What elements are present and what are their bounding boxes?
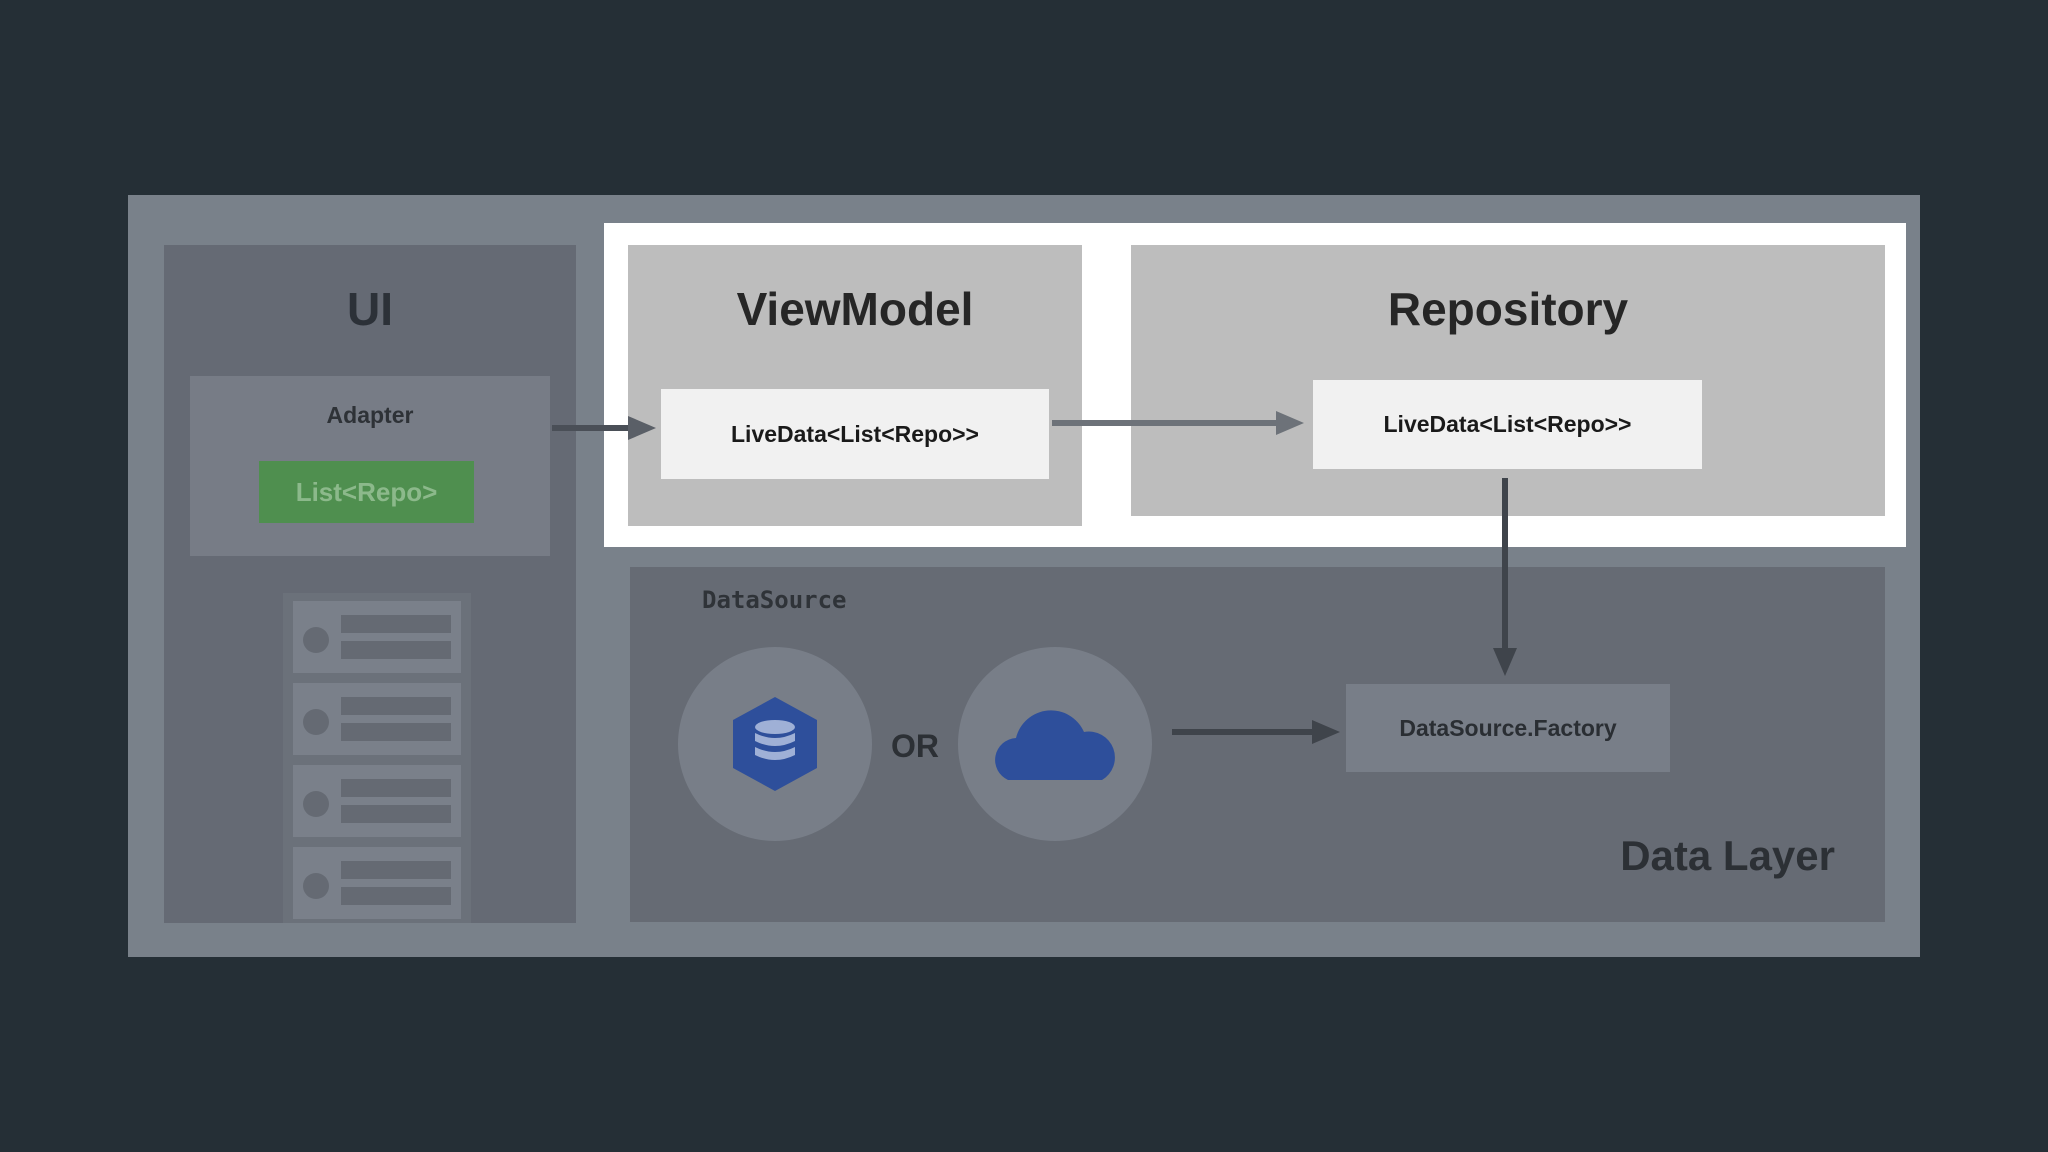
text-line-placeholder <box>341 615 451 633</box>
text-line-placeholder <box>341 723 451 741</box>
viewmodel-title: ViewModel <box>736 283 974 335</box>
list-item <box>293 765 461 837</box>
arrow-head <box>1493 648 1517 676</box>
avatar-placeholder <box>303 709 329 735</box>
database-source-circle <box>678 647 872 841</box>
text-line-placeholder <box>341 805 451 823</box>
database-icon <box>733 697 817 791</box>
avatar-placeholder <box>303 791 329 817</box>
avatar-placeholder <box>303 627 329 653</box>
network-source-circle <box>958 647 1152 841</box>
adapter-label: Adapter <box>326 402 414 428</box>
cloud-icon <box>995 710 1115 780</box>
or-label: OR <box>891 728 939 764</box>
text-line-placeholder <box>341 861 451 879</box>
arrow-head <box>628 416 656 440</box>
list-repo-badge: List<Repo> <box>259 461 474 523</box>
list-item <box>293 683 461 755</box>
text-line-placeholder <box>341 779 451 797</box>
text-line-placeholder <box>341 641 451 659</box>
text-line-placeholder <box>341 697 451 715</box>
arrow-head <box>1276 411 1304 435</box>
viewmodel-livedata-box: LiveData<List<Repo>> <box>661 389 1049 479</box>
repository-livedata-box: LiveData<List<Repo>> <box>1313 380 1702 469</box>
avatar-placeholder <box>303 873 329 899</box>
viewmodel-panel <box>628 245 1082 526</box>
data-layer-title: Data Layer <box>1620 832 1835 879</box>
datasource-factory-box: DataSource.Factory <box>1346 684 1670 772</box>
datasource-label: DataSource <box>702 586 847 614</box>
repository-title: Repository <box>1387 283 1629 335</box>
text-line-placeholder <box>341 887 451 905</box>
ui-title: UI <box>347 283 393 335</box>
list-item <box>293 601 461 673</box>
arrow-head <box>1312 720 1340 744</box>
recycler-list-illustration <box>283 593 471 923</box>
list-item <box>293 847 461 919</box>
